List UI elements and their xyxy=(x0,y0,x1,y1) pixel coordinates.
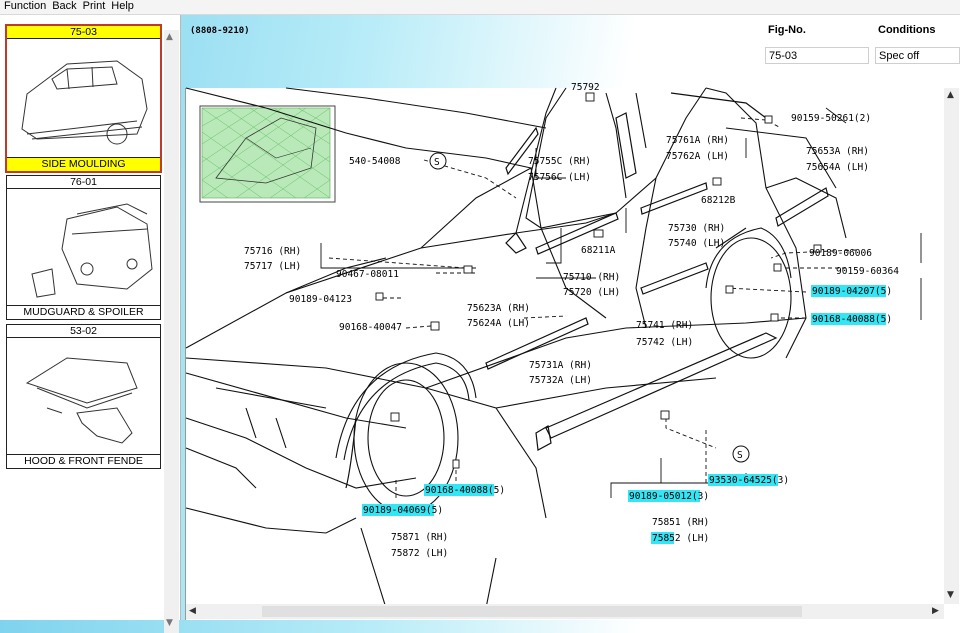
menu-print[interactable]: Print xyxy=(82,0,106,12)
part-label: 68212B xyxy=(701,195,736,206)
part-label: 90168-40088(5) xyxy=(425,485,505,496)
part-label: 75710 (RH) xyxy=(563,272,620,283)
part-label: 75654A (LH) xyxy=(806,162,869,173)
menu-back[interactable]: Back xyxy=(52,0,77,12)
thumbnail-scrollbar[interactable]: ▲ ▼ xyxy=(164,30,179,633)
svg-text:S: S xyxy=(737,450,743,461)
scroll-down-icon[interactable]: ▼ xyxy=(947,590,954,600)
scroll-right-icon[interactable]: ▶ xyxy=(932,606,939,616)
diagram-horizontal-scrollbar[interactable]: ◀ ▶ xyxy=(186,604,944,619)
part-label: 90189-06006 xyxy=(809,248,872,259)
part-label: 75852 (LH) xyxy=(652,533,709,544)
part-label: 75732A (LH) xyxy=(529,375,592,386)
part-label: 75624A (LH) xyxy=(467,318,530,329)
parts-diagram: S S 75792 90159-50261(2) 540-54008 75755… xyxy=(185,82,961,620)
thumbnail-name: MUDGUARD & SPOILER xyxy=(7,305,160,319)
part-label: 90159-50261(2) xyxy=(791,113,871,124)
scroll-up-icon[interactable]: ▲ xyxy=(166,32,173,42)
menu-function[interactable]: Function xyxy=(4,0,47,12)
part-label: 90189-05012(3) xyxy=(629,491,709,502)
menu-bar: Function Back Print Help xyxy=(0,0,960,15)
scroll-thumb[interactable] xyxy=(262,606,802,617)
part-label: 75851 (RH) xyxy=(652,517,709,528)
thumbnail-hood-front-fender[interactable]: 53-02 HOOD & FRONT FENDE xyxy=(6,324,161,469)
thumbnail-name: HOOD & FRONT FENDE xyxy=(7,454,160,468)
part-label: 75762A (LH) xyxy=(666,151,729,162)
diagram-canvas: S S 75792 90159-50261(2) 540-54008 75755… xyxy=(185,82,922,609)
part-label: 75755C (RH) xyxy=(528,156,591,167)
scroll-down-icon[interactable]: ▼ xyxy=(166,618,173,628)
part-label: 75872 (LH) xyxy=(391,548,448,559)
part-label: 90467-08011 xyxy=(336,269,399,280)
conditions-label: Conditions xyxy=(878,24,936,36)
part-label: 90189-04123 xyxy=(289,294,352,305)
thumbnail-code: 75-03 xyxy=(7,26,160,39)
part-label: 75720 (LH) xyxy=(563,287,620,298)
part-label: 75756C (LH) xyxy=(528,172,591,183)
part-label: 90168-40047 xyxy=(339,322,402,333)
fig-no-label: Fig-No. xyxy=(768,24,806,36)
thumbnail-mudguard-spoiler[interactable]: 76-01 MUDGUARD & SPOILER xyxy=(6,175,161,320)
part-label: 75761A (RH) xyxy=(666,135,729,146)
part-label: 75717 (LH) xyxy=(244,261,301,272)
part-label: 90189-04207(5) xyxy=(812,286,892,297)
part-label: 75792 xyxy=(571,82,600,93)
part-label: 75623A (RH) xyxy=(467,303,530,314)
thumbnail-image xyxy=(25,357,138,444)
part-label: 90159-60364 xyxy=(836,266,899,277)
part-label: 75716 (RH) xyxy=(244,246,301,257)
thumbnail-panel: 75-03 SIDE MOULDING 76-01 MUDGUARD & SPO… xyxy=(0,15,181,633)
fig-no-field[interactable]: 75-03 xyxy=(765,47,869,64)
scroll-left-icon[interactable]: ◀ xyxy=(189,606,196,616)
menu-help[interactable]: Help xyxy=(111,0,134,12)
production-range: (8808-9210) xyxy=(190,26,250,36)
locator-inset xyxy=(199,105,336,203)
part-label: 93530-64525(3) xyxy=(709,475,789,486)
diagram-vertical-scrollbar[interactable]: ▲ ▼ xyxy=(944,88,959,604)
thumbnail-image xyxy=(31,203,153,298)
part-label: 540-54008 xyxy=(349,156,401,167)
conditions-field[interactable]: Spec off xyxy=(875,47,960,64)
thumbnail-code: 53-02 xyxy=(7,325,160,338)
part-label: 75731A (RH) xyxy=(529,360,592,371)
thumbnail-image xyxy=(21,60,148,145)
part-label: 75653A (RH) xyxy=(806,146,869,157)
thumbnail-name: SIDE MOULDING xyxy=(7,157,160,171)
part-label: 68211A xyxy=(581,245,616,256)
part-label: 75871 (RH) xyxy=(391,532,448,543)
scroll-up-icon[interactable]: ▲ xyxy=(947,90,954,100)
part-label: 75730 (RH) xyxy=(668,223,725,234)
part-label: 75742 (LH) xyxy=(636,337,693,348)
thumbnail-code: 76-01 xyxy=(7,176,160,189)
thumbnail-side-moulding[interactable]: 75-03 SIDE MOULDING xyxy=(5,24,162,173)
svg-text:S: S xyxy=(434,157,440,168)
part-label: 75740 (LH) xyxy=(668,238,725,249)
part-label: 90189-04069(5) xyxy=(363,505,443,516)
part-label: 75741 (RH) xyxy=(636,320,693,331)
part-label: 90168-40088(5) xyxy=(812,314,892,325)
